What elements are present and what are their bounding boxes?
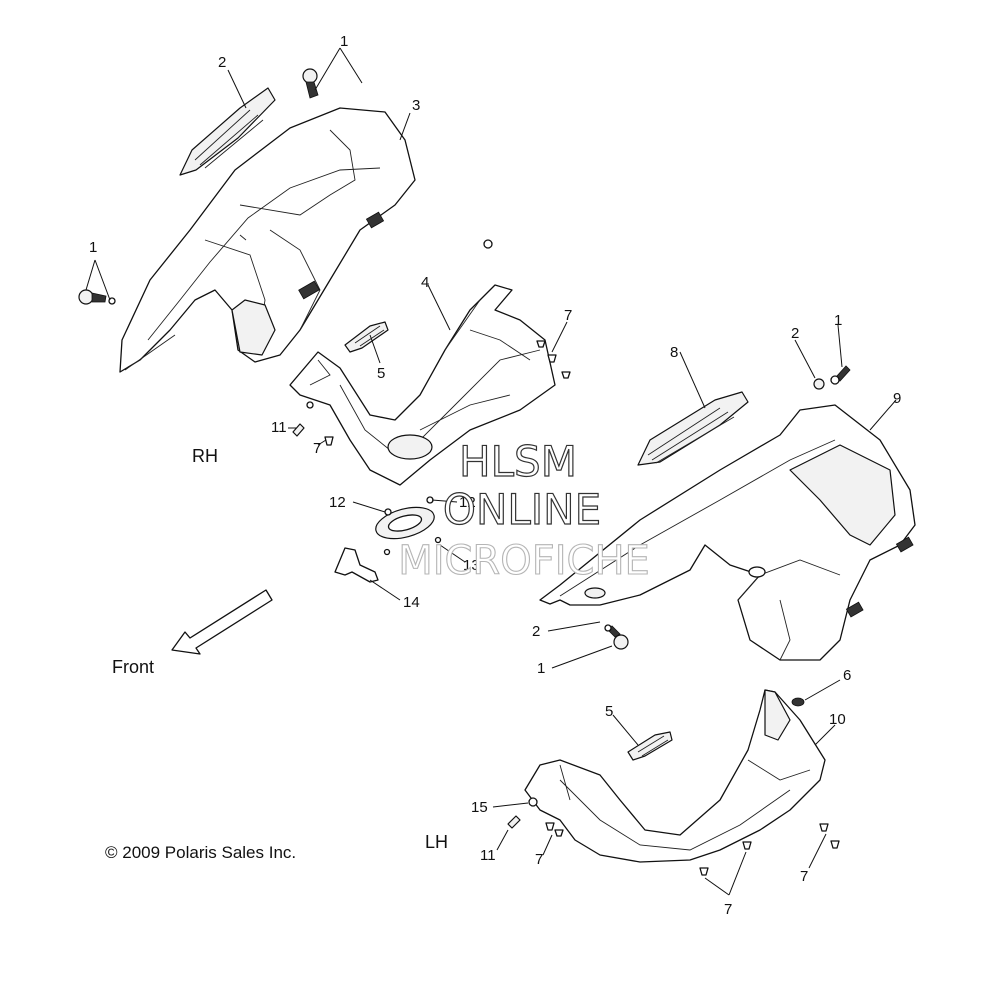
- callout-1-top: 1: [340, 33, 348, 50]
- watermark-line-2: ONLINE: [443, 485, 601, 534]
- callout-11-lh: 11: [480, 847, 496, 864]
- fastener-1-top: [302, 68, 319, 99]
- callout-12-left: 12: [329, 494, 346, 511]
- callout-8: 8: [670, 344, 678, 361]
- callout-6: 6: [843, 667, 851, 684]
- watermark-line-3: MICROFICHE: [398, 538, 650, 584]
- callout-9: 9: [893, 390, 901, 407]
- callout-2-lh-upper: 2: [791, 325, 799, 342]
- rh-side-label: RH: [192, 446, 218, 466]
- callout-10: 10: [829, 711, 846, 728]
- part-11-clip-lh: [507, 815, 521, 829]
- watermark-line-1: HLSM: [459, 437, 577, 486]
- callout-3: 3: [412, 97, 420, 114]
- callout-7-lh-bottom: 7: [724, 901, 732, 918]
- fastener-2-lh-upper: [813, 378, 825, 390]
- front-direction-arrow: [171, 589, 273, 655]
- part-11-clip-rh: [292, 423, 305, 437]
- callout-1-lh-upper: 1: [834, 312, 842, 329]
- callout-13: 13: [463, 557, 480, 574]
- callout-1-lh-lower: 1: [537, 660, 545, 677]
- callout-7-rh-upper: 7: [564, 307, 572, 324]
- callout-2-top: 2: [218, 54, 226, 71]
- callout-7-rh-lower: 7: [313, 440, 321, 457]
- fastener-7-rh-set: [306, 340, 571, 446]
- fastener-6-lh: [791, 697, 805, 707]
- part-3-rh-side-panel: [119, 107, 416, 373]
- part-13-speaker-ring: [375, 496, 442, 556]
- callout-5-rh: 5: [377, 365, 385, 382]
- callout-12-right: 12: [459, 494, 476, 511]
- callout-7-lh-right: 7: [800, 868, 808, 885]
- fastener-1-lh-lower: [604, 624, 629, 650]
- part-14-bracket: [334, 547, 379, 583]
- leader-lines: [85, 47, 897, 896]
- part-9-lh-side-panel: [539, 404, 916, 661]
- part-8-vent-lh: [637, 391, 749, 466]
- part-2-vent-upper: [179, 87, 276, 176]
- part-10-lh-lower-panel: [524, 689, 826, 863]
- part-5-footrest-lh: [627, 731, 673, 761]
- callout-15: 15: [471, 799, 488, 816]
- part-5-footrest-rh: [344, 321, 389, 353]
- lh-side-label: LH: [425, 832, 448, 852]
- callout-14: 14: [403, 594, 420, 611]
- callout-1-left: 1: [89, 239, 97, 256]
- copyright-notice: © 2009 Polaris Sales Inc.: [105, 843, 296, 862]
- fastener-15-lh: [528, 797, 538, 807]
- callout-2-lh-lower: 2: [532, 623, 540, 640]
- part-4-rh-lower-panel: [289, 239, 556, 486]
- front-label: Front: [112, 657, 154, 677]
- fastener-7-lh-set: [545, 822, 840, 876]
- callout-7-lh-left: 7: [535, 851, 543, 868]
- callout-5-lh: 5: [605, 703, 613, 720]
- callout-labels: 1 2 3 1 4 7 5 11 7 12 12 13 14 8 2 1 9 2…: [89, 33, 901, 918]
- callout-4: 4: [421, 274, 429, 291]
- callout-11-rh: 11: [271, 419, 287, 436]
- fastener-1-lh-upper: [830, 365, 851, 385]
- watermark: HLSM ONLINE MICROFICHE: [398, 436, 651, 584]
- fastener-1-left: [78, 289, 116, 305]
